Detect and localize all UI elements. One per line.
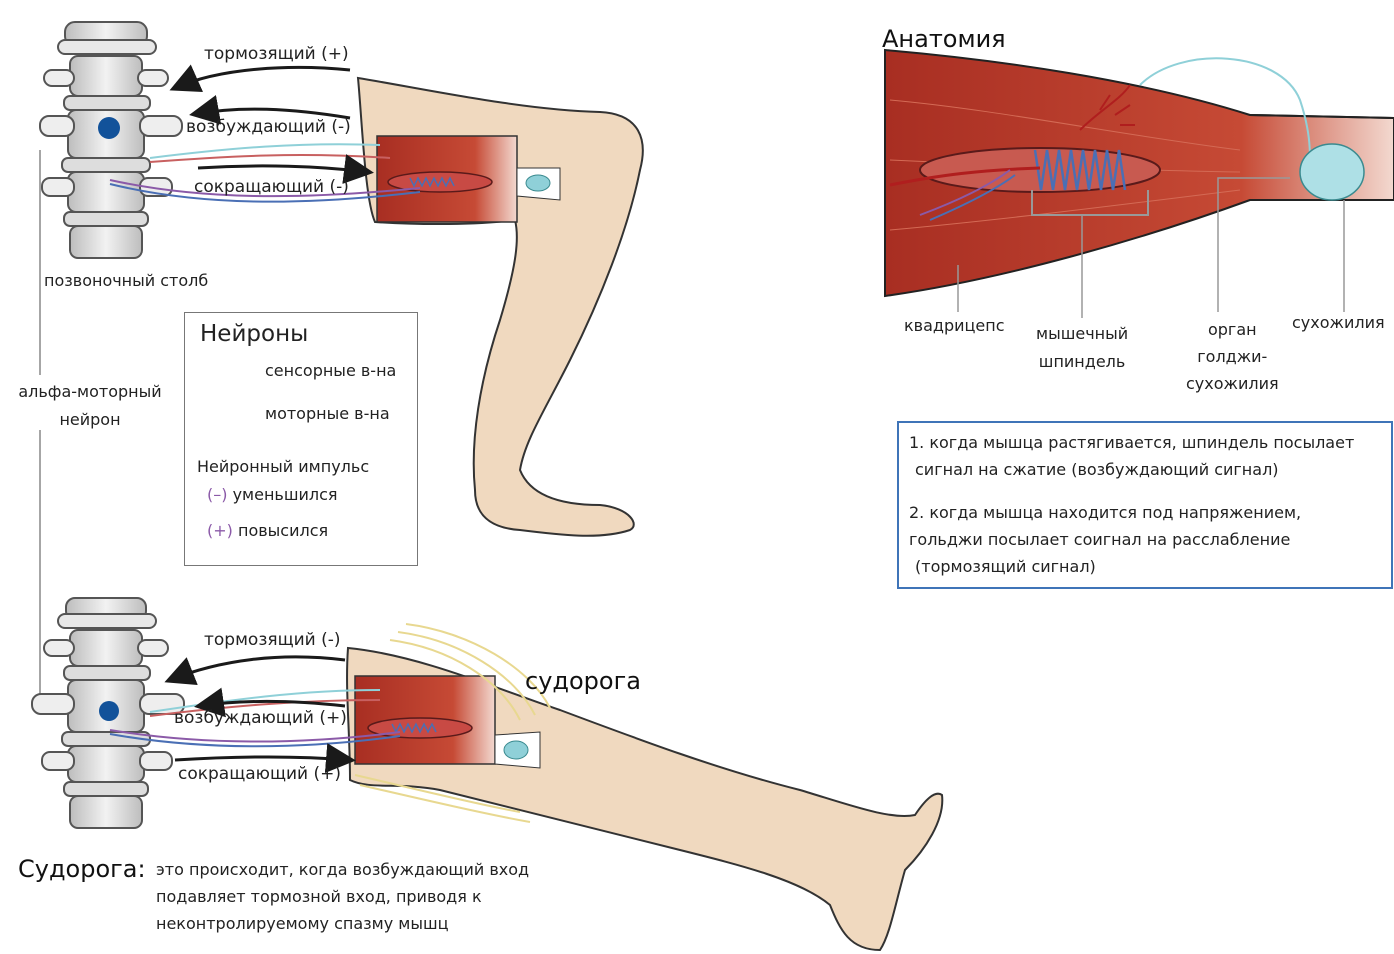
spindle-line-1: мышечный bbox=[1036, 320, 1128, 348]
info-point1-line1: 1. когда мышца растягивается, шпиндель п… bbox=[909, 429, 1354, 456]
legend-title: Нейроны bbox=[200, 321, 308, 347]
legend-decreased-symbol: (–) bbox=[207, 485, 227, 504]
arrow-inhibitory-bottom bbox=[170, 657, 345, 680]
cramp-title: Судорога: bbox=[18, 855, 146, 883]
golgi-line-2: голджи- bbox=[1186, 343, 1279, 370]
anatomy-title: Анатомия bbox=[882, 25, 1006, 53]
info-point2-line2: гольджи посылает соигнал на расслабление bbox=[909, 526, 1290, 553]
cramp-line-1: это происходит, когда возбуждающий вход bbox=[156, 856, 576, 883]
golgi-line-3: сухожилия bbox=[1186, 370, 1279, 397]
spindle-line-2: шпиндель bbox=[1036, 348, 1128, 376]
legend: Нейроны сенсорные в-на моторные в-на Ней… bbox=[184, 312, 418, 566]
top-inhibitory-label: тормозящий (+) bbox=[204, 44, 349, 64]
spine-label: позвоночный столб bbox=[44, 271, 208, 290]
legend-decreased: уменьшился bbox=[233, 485, 338, 504]
legend-motor: моторные в-на bbox=[265, 404, 390, 423]
label-quadriceps: квадрицепс bbox=[904, 316, 1005, 335]
info-point1-line2: сигнал на сжатие (возбуждающий сигнал) bbox=[915, 456, 1279, 483]
info-box: 1. когда мышца растягивается, шпиндель п… bbox=[897, 421, 1393, 589]
cramp-description: это происходит, когда возбуждающий вход … bbox=[156, 856, 576, 937]
spine-bottom bbox=[32, 598, 184, 828]
cramp-line-3: неконтролируемому спазму мышц bbox=[156, 910, 576, 937]
golgi-line-1: орган bbox=[1186, 316, 1279, 343]
cramp-line-2: подавляет тормозной вход, приводя к bbox=[156, 883, 576, 910]
label-tendon: сухожилия bbox=[1292, 313, 1385, 332]
legend-increased: повысился bbox=[238, 521, 328, 540]
top-excitatory-label: возбуждающий (-) bbox=[186, 117, 351, 137]
arrow-contracting-bottom bbox=[175, 757, 350, 760]
label-golgi-organ: орган голджи- сухожилия bbox=[1186, 316, 1279, 397]
legend-sensory: сенсорные в-на bbox=[265, 361, 396, 380]
neuron-nucleus-bottom bbox=[99, 701, 119, 721]
legend-increased-symbol: (+) bbox=[207, 521, 233, 540]
info-point2-line1: 2. когда мышца находится под напряжением… bbox=[909, 499, 1301, 526]
arrow-contracting-top bbox=[198, 166, 368, 172]
cramp-tag: судорога bbox=[525, 667, 641, 695]
bottom-excitatory-label: возбуждающий (+) bbox=[174, 708, 347, 728]
neuron-nucleus-top bbox=[98, 117, 120, 139]
legend-impulse-title: Нейронный импульс bbox=[197, 457, 369, 476]
alpha-motor-label: альфа-моторный нейрон bbox=[10, 378, 170, 434]
label-muscle-spindle: мышечный шпиндель bbox=[1036, 320, 1128, 376]
bottom-inhibitory-label: тормозящий (-) bbox=[204, 630, 341, 650]
spine-top bbox=[40, 22, 182, 258]
info-point2-line3: (тормозящий сигнал) bbox=[915, 553, 1096, 580]
anatomy-illustration bbox=[885, 50, 1394, 318]
bottom-contracting-label: сокращающий (+) bbox=[178, 764, 341, 784]
top-contracting-label: сокращающий (-) bbox=[194, 177, 349, 197]
arrow-inhibitory-top bbox=[175, 67, 350, 88]
